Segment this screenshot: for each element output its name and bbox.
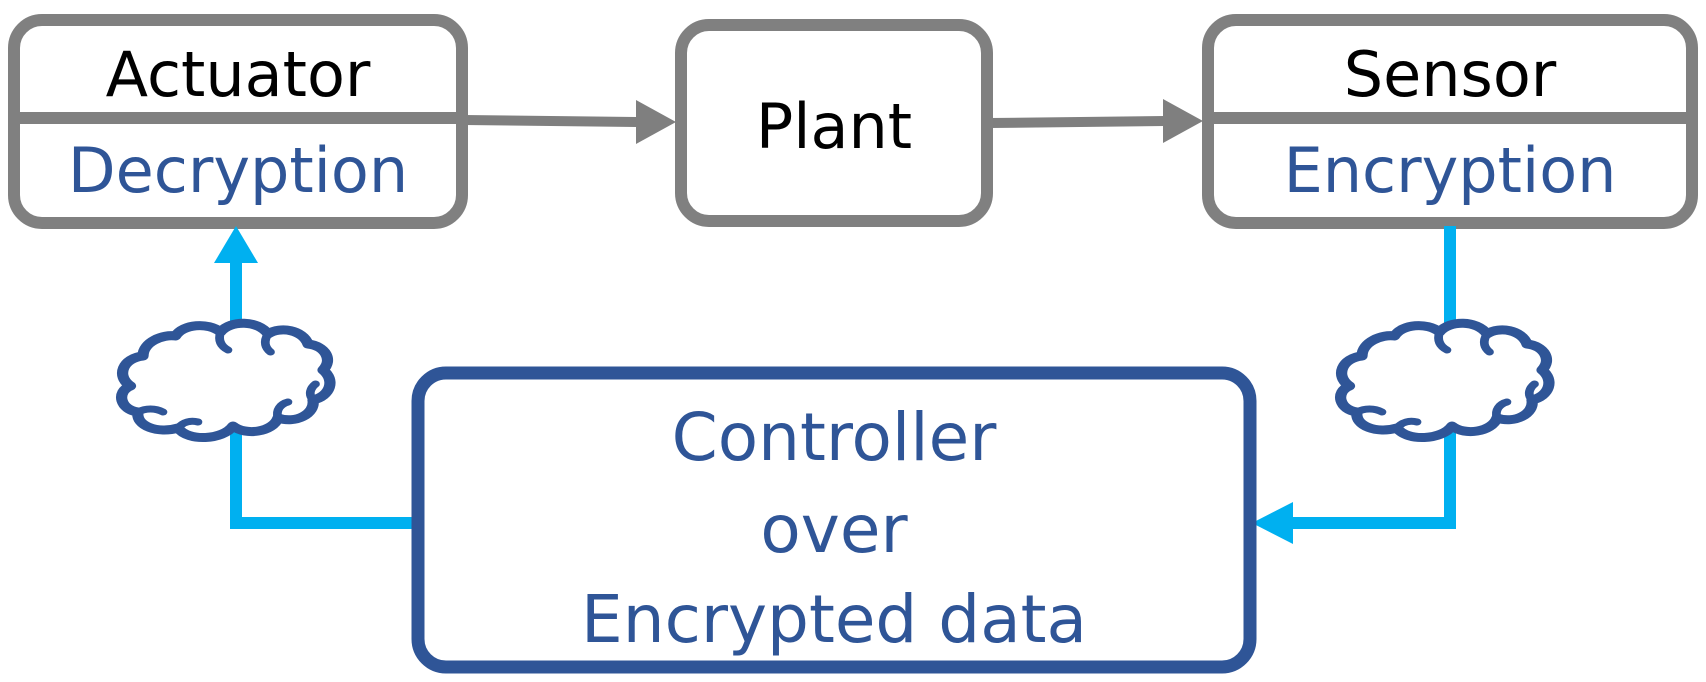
left-network-cloud-icon bbox=[122, 323, 330, 437]
plant-box: Plant bbox=[675, 19, 993, 227]
actuator-title: Actuator bbox=[106, 38, 371, 111]
sensor-subtitle: Encryption bbox=[1284, 134, 1617, 207]
plant-title: Plant bbox=[756, 90, 912, 163]
sensor-box: Sensor Encryption bbox=[1202, 14, 1698, 229]
controller-line-1: Controller bbox=[672, 399, 998, 476]
right-network-cloud-icon bbox=[1341, 323, 1549, 437]
controller-box: Controller over Encrypted data bbox=[411, 366, 1257, 674]
controller-line-2: over bbox=[760, 491, 908, 568]
actuator-subtitle: Decryption bbox=[68, 134, 408, 207]
actuator-to-plant-arrow bbox=[463, 100, 676, 144]
plant-to-sensor-arrow bbox=[989, 99, 1203, 143]
actuator-box: Actuator Decryption bbox=[8, 14, 468, 229]
controller-line-3: Encrypted data bbox=[581, 581, 1087, 658]
sensor-title: Sensor bbox=[1344, 38, 1557, 111]
